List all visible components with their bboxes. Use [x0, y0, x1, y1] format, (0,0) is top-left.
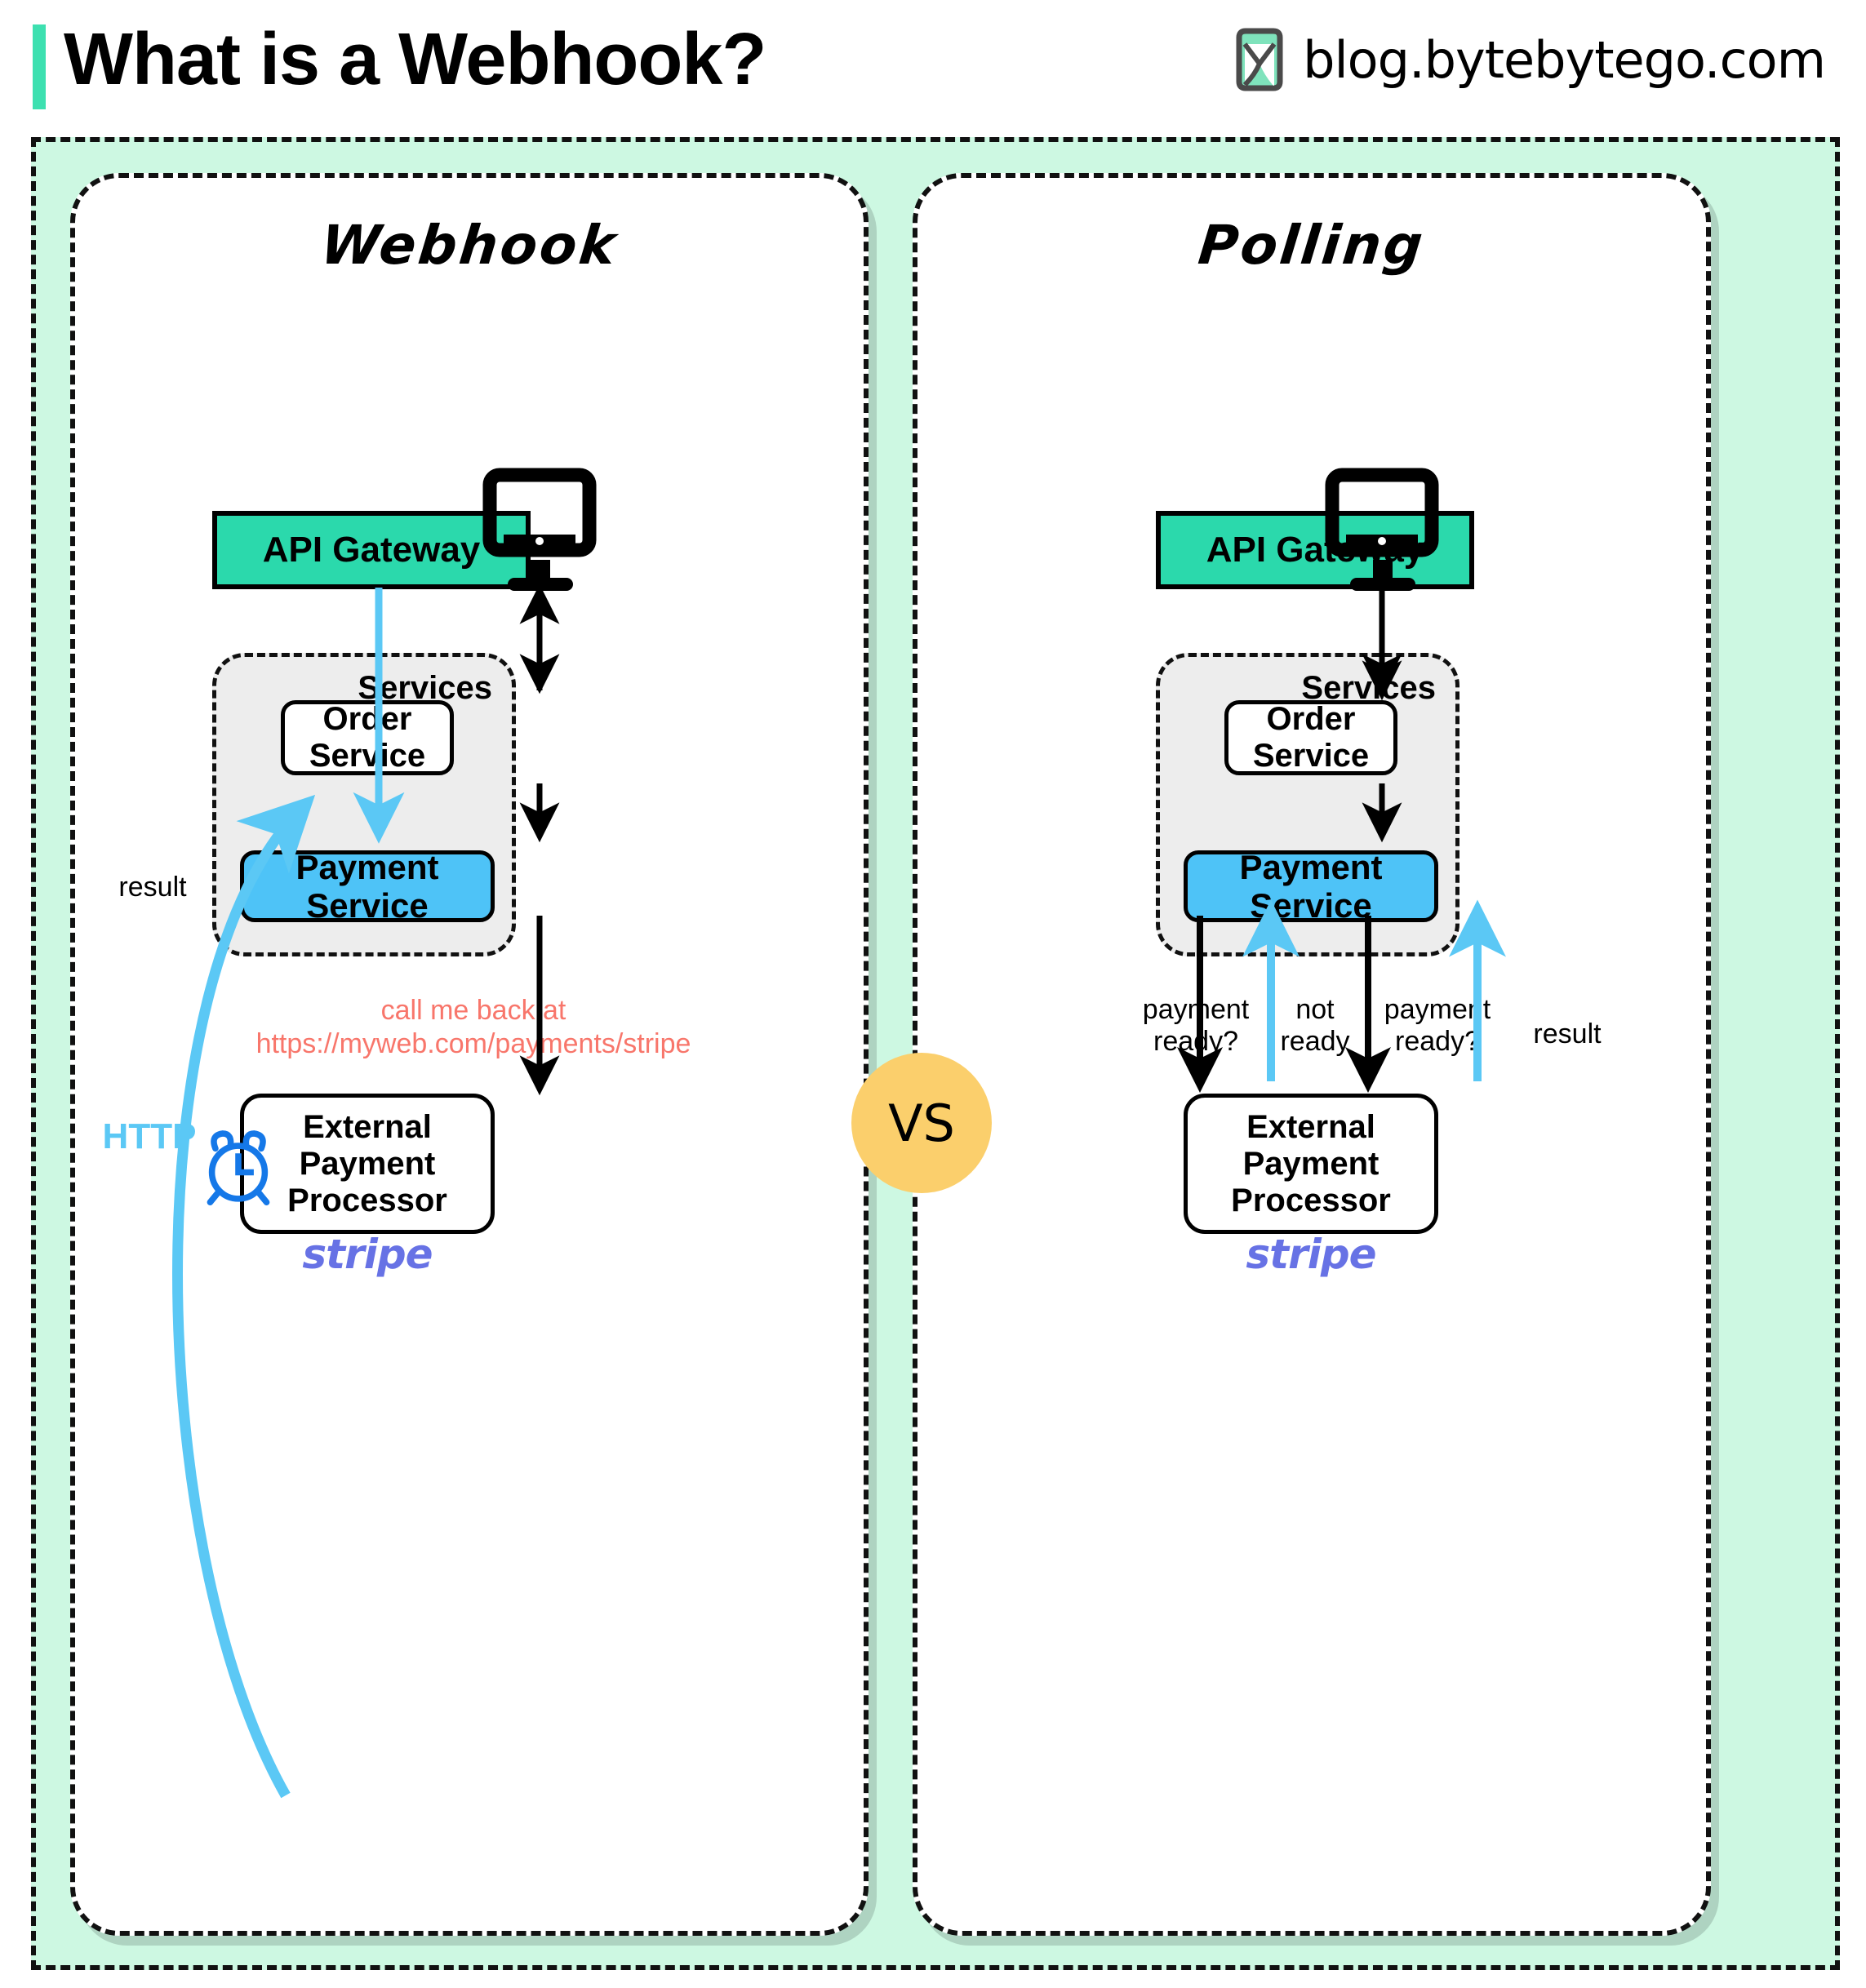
- callback-line2: https://myweb.com/payments/stripe: [255, 1027, 691, 1059]
- brand-text: blog.bytebytego.com: [1303, 29, 1826, 90]
- poll-label-1-line1: not: [1295, 994, 1335, 1025]
- title-accent-bar: [33, 24, 46, 109]
- payment-service-polling[interactable]: Payment Service: [1184, 847, 1438, 925]
- stripe-logo-text: stripe: [302, 1231, 433, 1279]
- poll-label-0: payment ready?: [1118, 994, 1273, 1058]
- poll-label-2: payment ready?: [1360, 994, 1515, 1058]
- external-line2: Payment Processor: [1231, 1145, 1391, 1218]
- payment-service-label: Payment Service: [1239, 847, 1383, 925]
- panel-title-webhook: Webhook: [318, 214, 621, 277]
- order-service-line2: Service: [309, 738, 426, 774]
- callback-note: call me back at https://myweb.com/paymen…: [171, 994, 775, 1061]
- external-processor-polling[interactable]: External Payment Processor stripe: [1184, 1094, 1438, 1277]
- panel-webhook: Webhook Services API Gateway Order Servi…: [70, 173, 869, 1936]
- api-gateway-label: API Gateway: [1206, 530, 1424, 570]
- callback-line1: call me back at: [380, 995, 566, 1026]
- vs-badge: VS: [851, 1053, 992, 1193]
- alarm-clock-icon: [207, 1130, 270, 1205]
- poll-label-0-line1: payment: [1142, 994, 1250, 1025]
- external-line1: External: [303, 1109, 432, 1145]
- brand: blog.bytebytego.com: [1234, 28, 1826, 91]
- poll-label-1: not ready: [1254, 994, 1376, 1058]
- result-label-webhook: result: [118, 872, 187, 903]
- payment-service-webhook[interactable]: Payment Service: [240, 847, 495, 925]
- api-gateway-label: API Gateway: [262, 530, 481, 570]
- panel-title-polling: Polling: [1195, 214, 1428, 277]
- order-service-polling[interactable]: Order Service: [1224, 700, 1397, 775]
- order-service-line2: Service: [1252, 738, 1370, 774]
- external-line2: Payment Processor: [287, 1145, 447, 1218]
- stripe-logo-text: stripe: [1246, 1231, 1376, 1279]
- page-header: What is a Webhook? blog.bytebytego.com: [0, 0, 1866, 131]
- order-service-webhook[interactable]: Order Service: [281, 700, 454, 775]
- poll-label-2-line2: ready?: [1395, 1025, 1480, 1057]
- api-gateway-webhook[interactable]: API Gateway: [212, 511, 531, 589]
- poll-label-3: result: [1533, 1018, 1602, 1049]
- http-label: HTTP: [102, 1116, 197, 1156]
- poll-label-0-line2: ready?: [1153, 1025, 1238, 1057]
- page-title: What is a Webhook?: [64, 19, 766, 100]
- external-line1: External: [1246, 1109, 1375, 1145]
- order-service-line1: Order: [322, 701, 412, 738]
- poll-label-2-line1: payment: [1384, 994, 1491, 1025]
- panel-polling: Polling Services API Gateway Order Servi…: [913, 173, 1711, 1936]
- payment-service-label: Payment Service: [295, 847, 439, 925]
- bytebytego-bookmark-icon: [1236, 28, 1283, 91]
- api-gateway-polling[interactable]: API Gateway: [1156, 511, 1474, 589]
- vs-label: VS: [888, 1093, 955, 1153]
- poll-label-1-line2: ready: [1280, 1025, 1350, 1057]
- order-service-line1: Order: [1266, 701, 1356, 738]
